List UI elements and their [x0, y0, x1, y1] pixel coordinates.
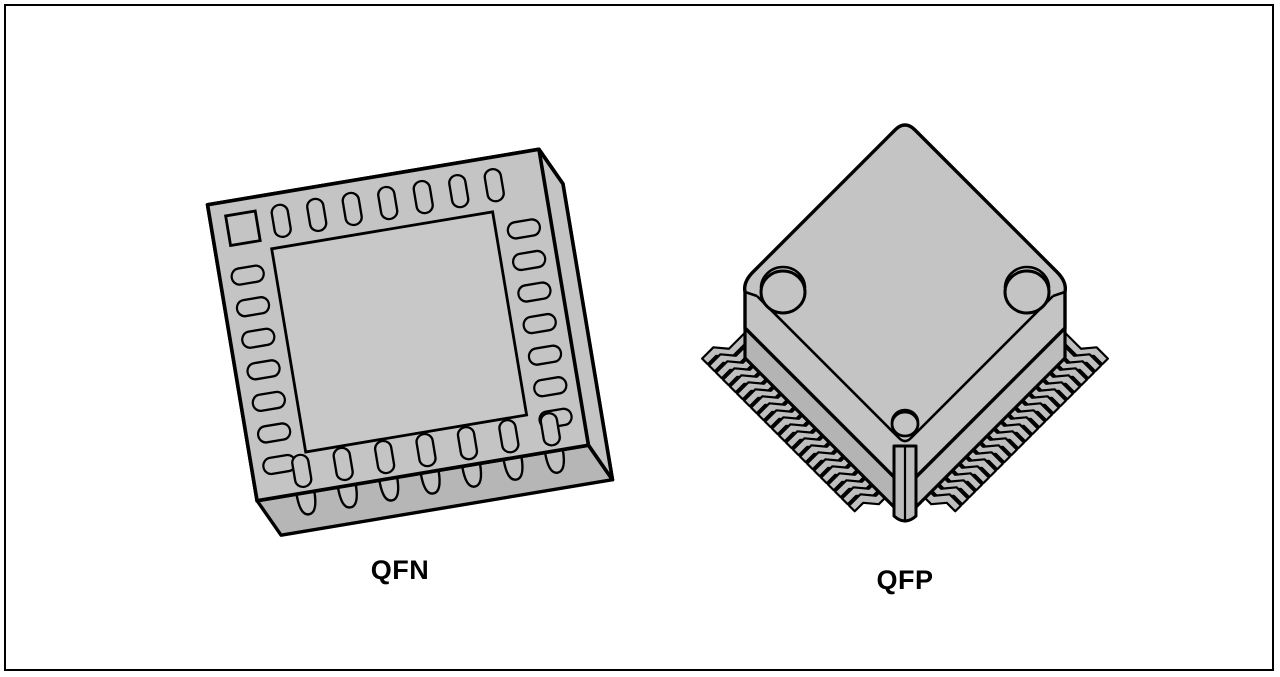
qfp-corner-dimple-left — [759, 265, 807, 315]
qfn-wrapped-pads-front — [295, 448, 566, 516]
qfn-drawing — [205, 147, 615, 537]
qfn-exposed-thermal-pad — [270, 210, 529, 454]
qfp-corner-dimple-bottom — [890, 408, 920, 438]
qfp-inner-rim-outline — [744, 290, 1066, 443]
qfp-corner-dimple-right — [1003, 265, 1051, 315]
qfn-pin1-indicator — [224, 209, 262, 248]
qfp-bottom-corner-post — [892, 444, 918, 523]
qfn-package-figure: QFN — [170, 120, 630, 620]
qfn-caption-label: QFN — [370, 555, 430, 585]
qfp-caption-label: QFP — [876, 565, 934, 595]
qfn-top-right-chamfer — [537, 148, 565, 185]
qfp-package-figure: QFP — [690, 110, 1120, 630]
qfp-drawing — [700, 123, 1110, 523]
